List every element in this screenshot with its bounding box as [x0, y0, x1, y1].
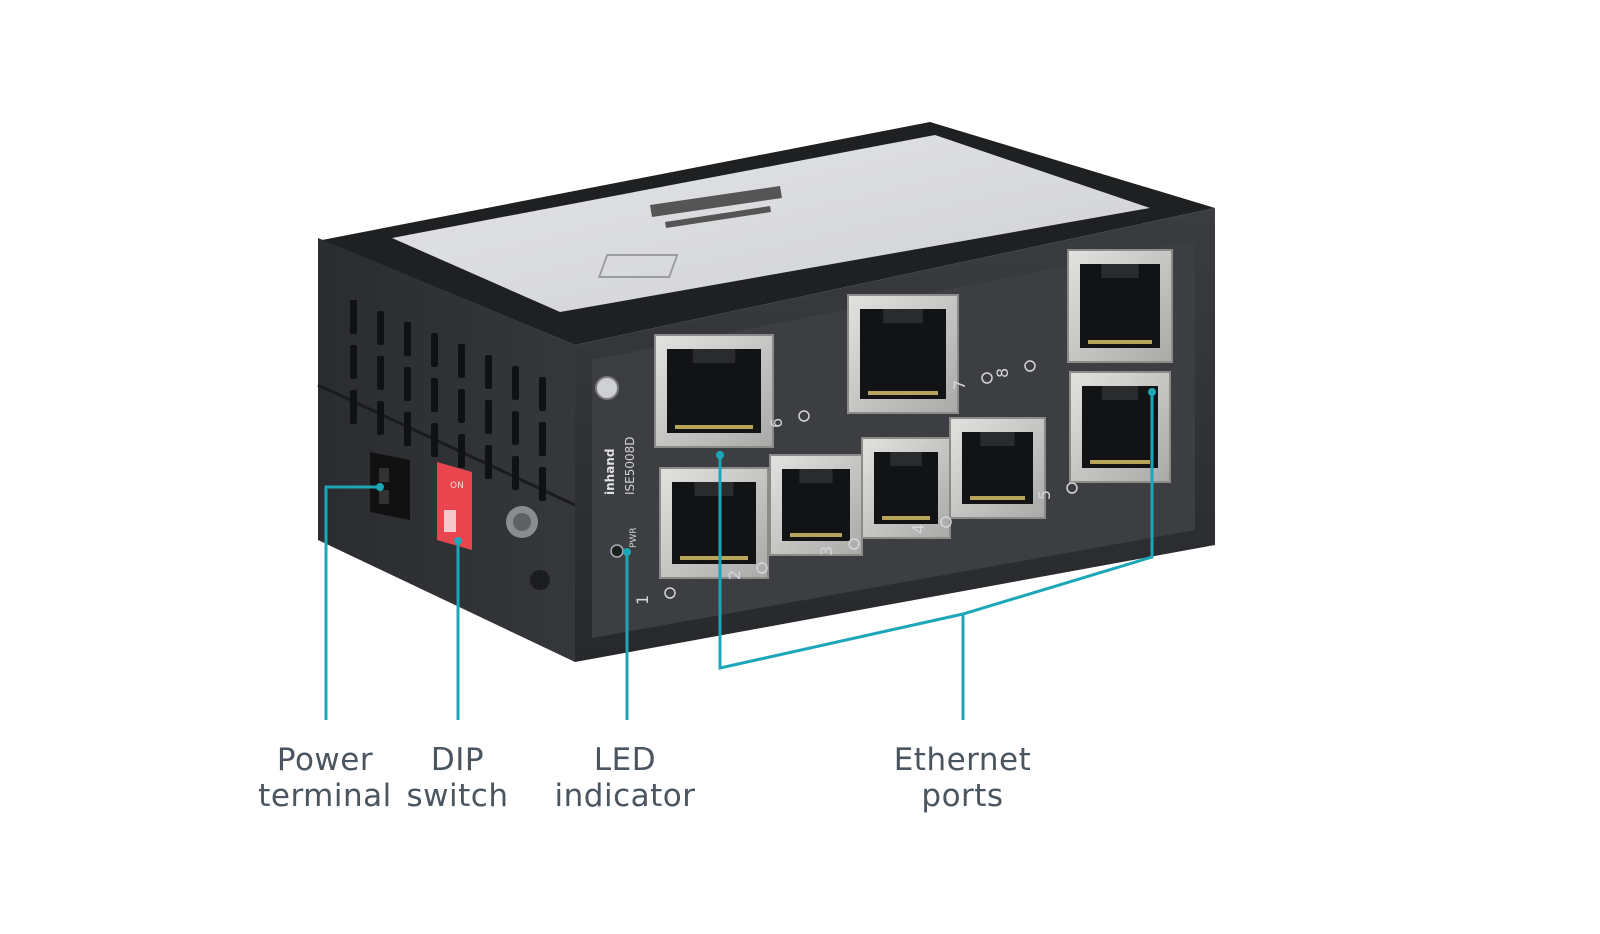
brand-label: inhand: [603, 449, 617, 495]
port-led: [848, 538, 860, 550]
ethernet-port: [861, 437, 951, 539]
barcode: [650, 186, 782, 228]
vent-slot: [377, 401, 384, 435]
model-label: ISE5008D: [623, 436, 637, 495]
callout-lines: [324, 388, 1156, 720]
port-number-label: 2: [725, 570, 744, 580]
port-led: [756, 562, 768, 574]
power-terminal-block: [370, 452, 410, 520]
callout-power-terminal-line1: Power: [276, 742, 374, 778]
ground-screw: [506, 506, 550, 590]
callout-led-indicator: LED indicator: [550, 742, 700, 814]
callout-power-terminal: Power terminal: [255, 742, 395, 814]
vent-slot: [539, 377, 546, 411]
vent-slot: [512, 411, 519, 445]
port-number-label: 5: [1035, 490, 1054, 500]
pwr-led: [610, 544, 624, 558]
ethernet-port-group: [654, 249, 1173, 579]
vent-slot: [431, 333, 438, 367]
port-led: [1066, 482, 1078, 494]
mount-screw: [595, 376, 619, 400]
ethernet-port: [769, 454, 863, 556]
callout-ethernet-ports: Ethernet ports: [885, 742, 1040, 814]
vent-slot: [404, 367, 411, 401]
vent-slot: [377, 311, 384, 345]
callout-power-terminal-line2: terminal: [258, 778, 392, 814]
port-number-label: 8: [993, 368, 1012, 378]
port-number-label: 6: [767, 418, 786, 428]
dip-switch-block: ON: [437, 462, 472, 550]
port-led: [940, 516, 952, 528]
vent-slot: [350, 345, 357, 379]
ethernet-port: [1067, 249, 1173, 363]
vent-slot: [431, 423, 438, 457]
callout-dot: [1148, 388, 1156, 396]
port-number-label: 3: [817, 546, 836, 556]
callout-dip-switch: DIP switch: [400, 742, 515, 814]
callout-led-indicator-line2: indicator: [554, 778, 696, 814]
callout-dot: [716, 451, 724, 459]
vent-slot: [539, 422, 546, 456]
ethernet-port: [1069, 371, 1171, 483]
callout-ethernet-ports-line2: ports: [921, 778, 1004, 814]
callout-dip-switch-line1: DIP: [430, 742, 485, 778]
vent-slot: [485, 355, 492, 389]
vent-slot: [458, 389, 465, 423]
vent-slot: [350, 390, 357, 424]
callout-dot: [376, 483, 384, 491]
vent-slot: [458, 344, 465, 378]
callout-dip-switch-line2: switch: [406, 778, 509, 814]
vent-slot: [512, 456, 519, 490]
callout-line-power: [324, 485, 380, 720]
port-led: [798, 410, 810, 422]
side-vents: [350, 300, 546, 501]
port-number-label: 4: [909, 524, 928, 534]
vent-slot: [404, 322, 411, 356]
port-number-label: 7: [950, 380, 969, 390]
callout-dot: [454, 537, 462, 545]
port-led: [664, 587, 676, 599]
port-numbers: 1 2 3 4 5 6 7 8: [633, 360, 1078, 605]
ethernet-port: [659, 467, 769, 579]
vent-slot: [350, 300, 357, 334]
vent-slot: [377, 356, 384, 390]
port-led: [1024, 360, 1036, 372]
ethernet-port: [847, 294, 959, 414]
vent-slot: [539, 467, 546, 501]
vent-slot: [404, 412, 411, 446]
dip-on-label: ON: [450, 481, 464, 491]
port-led: [981, 372, 993, 384]
vent-slot: [485, 445, 492, 479]
ethernet-port: [949, 417, 1046, 519]
vent-slot: [431, 378, 438, 412]
callout-led-indicator-line1: LED: [593, 742, 657, 778]
callout-ethernet-ports-line1: Ethernet: [893, 742, 1032, 778]
vent-slot: [485, 400, 492, 434]
vent-slot: [512, 366, 519, 400]
port-number-label: 1: [633, 595, 652, 605]
pwr-label: PWR: [629, 527, 639, 548]
ethernet-port: [654, 334, 774, 448]
vent-slot: [458, 434, 465, 468]
top-label-plate: [392, 135, 1150, 312]
callout-dot: [623, 548, 631, 556]
